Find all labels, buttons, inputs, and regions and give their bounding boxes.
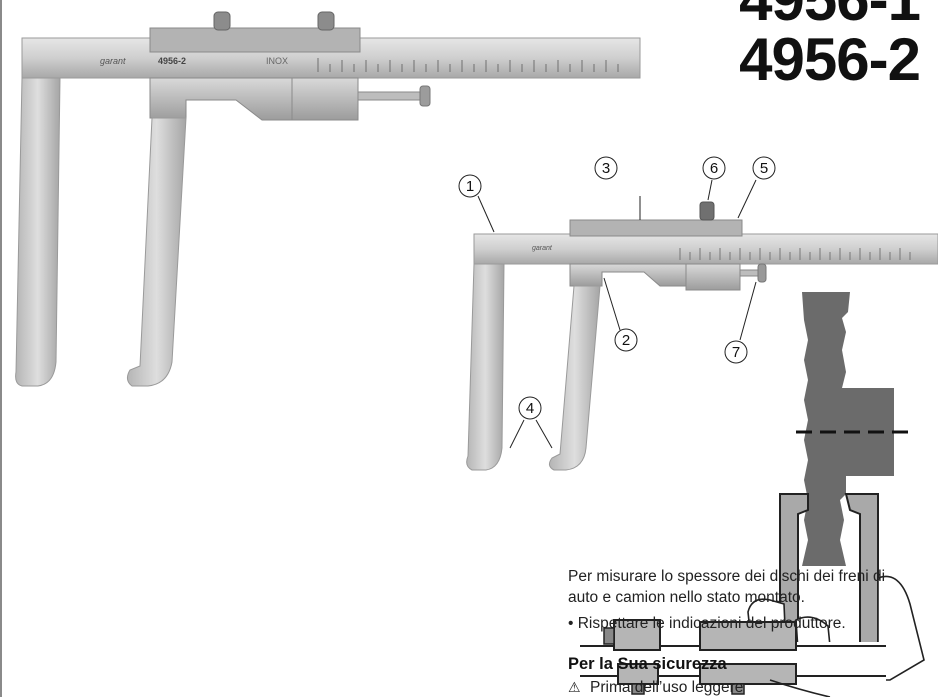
- page-left-rule: [0, 0, 2, 697]
- caliper-fixed-jaw: [15, 77, 61, 387]
- callout-label-7: 7: [732, 344, 740, 361]
- callout-label-6: 6: [710, 160, 718, 177]
- photo-model-engraving: 4956-2: [158, 56, 186, 66]
- caliper-slider-top: [149, 27, 361, 53]
- callout-circle-5: [752, 156, 776, 180]
- brake-disc-illustration: [580, 292, 925, 697]
- caliper-diagram: garant 1: [458, 156, 938, 471]
- diagram-slider-top: [569, 219, 743, 237]
- callout-label-2: 2: [622, 332, 630, 349]
- warning-triangle-icon: ⚠: [568, 679, 581, 695]
- safety-warning-text: Prima dell’uso leggere: [590, 679, 744, 696]
- callout-circle-1: [458, 174, 482, 198]
- caliper-screw-right: [317, 11, 335, 31]
- caliper-screw-left: [213, 11, 231, 31]
- caliper-photo: garant 4956-2 INOX: [15, 11, 641, 387]
- illustration-hand-right: [877, 575, 925, 681]
- model-number-2: 4956-2: [739, 26, 921, 93]
- photo-material-engraving: INOX: [266, 56, 288, 66]
- callout-circle-7: [724, 340, 748, 364]
- manufacturer-instructions-bullet: • Rispettare le indicazioni del produtto…: [568, 615, 846, 632]
- diagram-adjust-knob: [757, 263, 767, 283]
- diagram-brand-mark: garant: [532, 245, 553, 252]
- safety-heading: Per la Sua sicurezza: [568, 655, 727, 673]
- caliper-scale: [317, 58, 619, 72]
- model-number-1: 4956-1: [739, 0, 921, 30]
- diagram-lock-screw: [699, 201, 715, 221]
- callout-circle-3: [594, 156, 618, 180]
- safety-warning-line: ⚠ Prima dell’uso leggere: [568, 679, 743, 697]
- illustration-slider-right: [699, 621, 797, 651]
- diagram-adjust-rod: [739, 269, 761, 277]
- description-line-2: auto e camion nello stato montato.: [568, 589, 805, 606]
- callout-circle-2: [614, 328, 638, 352]
- description-line-1: Per misurare lo spessore dei dischi dei …: [568, 568, 886, 585]
- illustration-adjust-knob: [603, 627, 615, 645]
- callout-circle-6: [702, 156, 726, 180]
- callout-circle-4: [518, 396, 542, 420]
- callout-label-4: 4: [526, 400, 534, 417]
- diagram-fixed-jaw: [466, 263, 505, 471]
- brake-disc-shape: [802, 292, 894, 566]
- caliper-slider-body: [149, 77, 293, 121]
- caliper-slider-block: [291, 77, 359, 121]
- photo-brand-mark: garant: [100, 56, 126, 66]
- caliper-sliding-jaw: [126, 117, 187, 387]
- callout-label-3: 3: [602, 160, 610, 177]
- caliper-adjust-rod: [357, 91, 425, 101]
- diagram-slider-block: [685, 263, 741, 291]
- callout-label-1: 1: [466, 178, 474, 195]
- caliper-adjust-knob: [419, 85, 431, 107]
- illustration-slider-left: [613, 619, 661, 651]
- callout-label-5: 5: [760, 160, 768, 177]
- diagram-slider-body: [569, 263, 687, 287]
- diagram-sliding-jaw: [548, 285, 601, 471]
